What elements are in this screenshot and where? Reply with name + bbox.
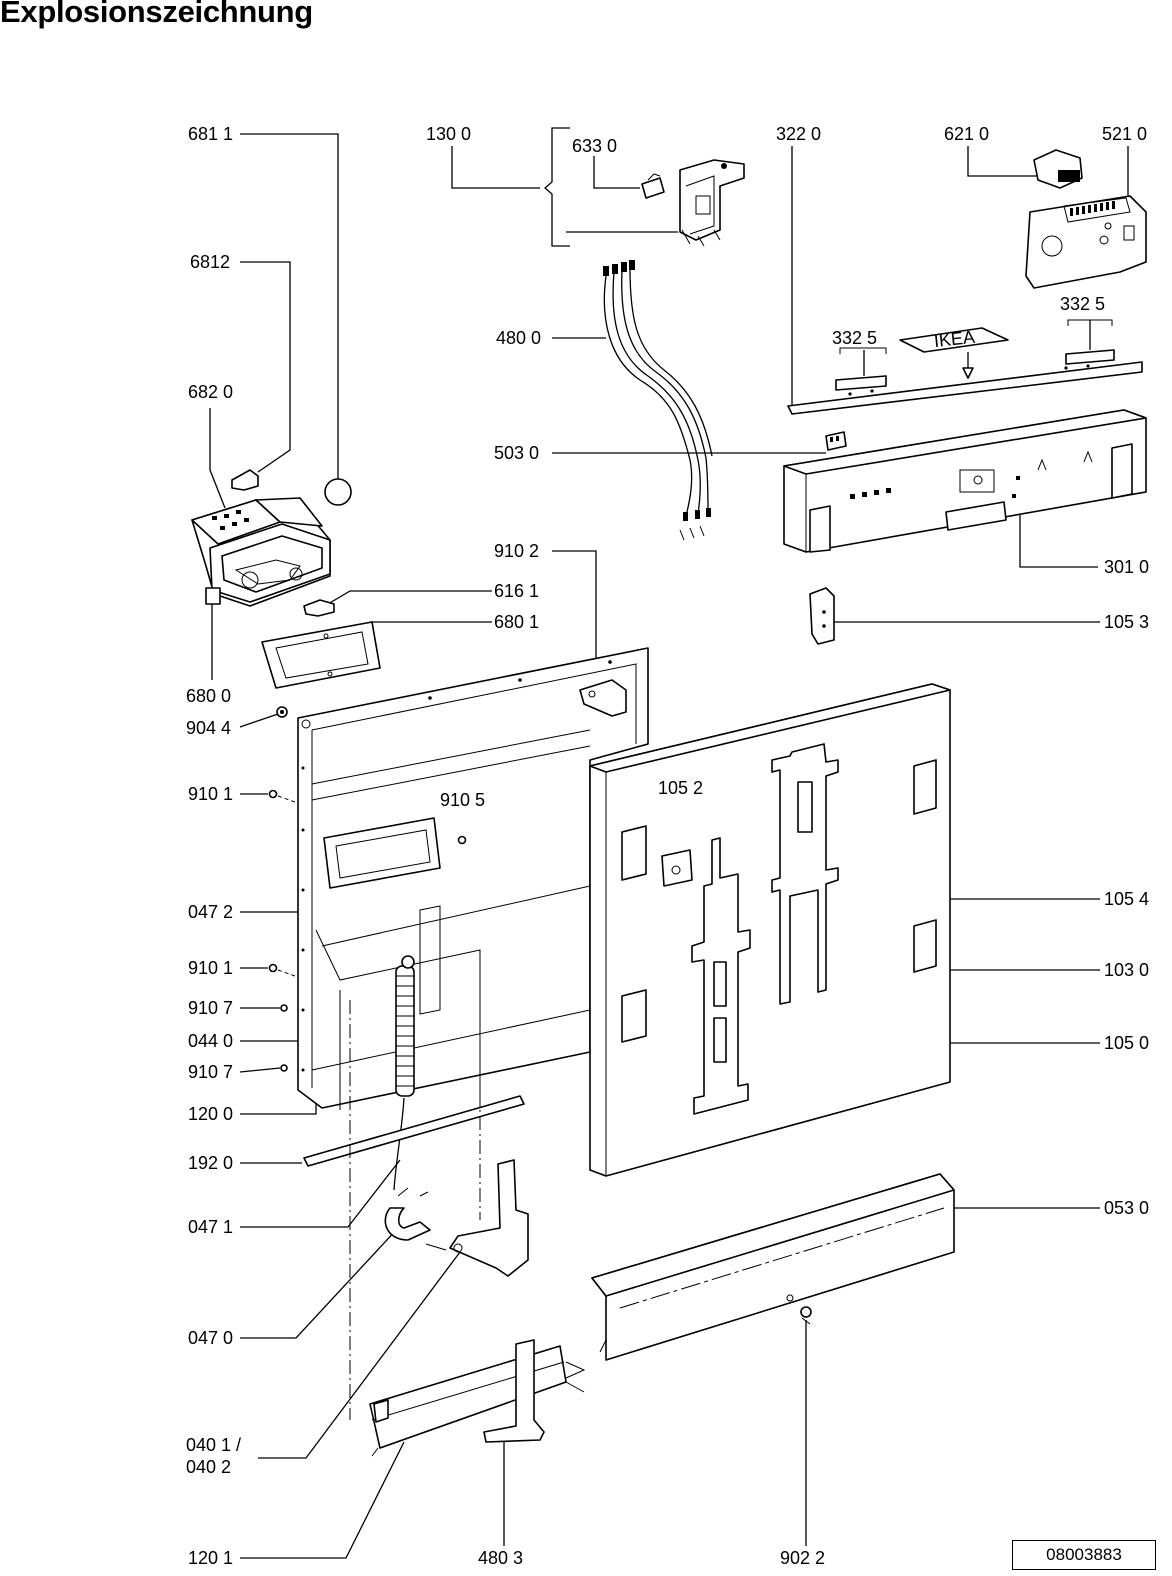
label-521-0: 521 0 [1102,124,1147,144]
label-120-0: 120 0 [188,1104,233,1124]
label-480-3: 480 3 [478,1548,523,1568]
label-047-0: 047 0 [188,1328,233,1348]
ikea-tag-label: IKEA [933,327,976,351]
label-192-0: 192 0 [188,1153,233,1173]
label-105-4: 105 4 [1104,889,1149,909]
label-480-0: 480 0 [496,328,541,348]
label-910-7-upper: 910 7 [188,998,233,1018]
label-103-0: 103 0 [1104,960,1149,980]
label-6812: 6812 [190,252,230,272]
label-681-1: 681 1 [188,124,233,144]
door-switch-assembly [641,159,745,247]
label-621-0: 621 0 [944,124,989,144]
label-322-0: 322 0 [776,124,821,144]
electronic-module [1025,149,1147,289]
label-105-2: 105 2 [658,778,703,798]
label-680-0: 680 0 [186,686,231,706]
label-910-2: 910 2 [494,541,539,561]
label-902-2: 902 2 [780,1548,825,1568]
label-633-0: 633 0 [572,136,617,156]
label-105-3: 105 3 [1104,612,1149,632]
label-301-0: 301 0 [1104,557,1149,577]
label-904-4: 904 4 [186,718,231,738]
label-616-1: 616 1 [494,581,539,601]
base-rail [369,1339,586,1457]
label-120-1: 120 1 [188,1548,233,1568]
label-040-1: 040 1 / [186,1435,241,1455]
label-130-0: 130 0 [426,124,471,144]
label-503-0: 503 0 [494,443,539,463]
label-910-7-lower: 910 7 [188,1062,233,1082]
page-title: Explosionszeichnung [0,0,313,29]
label-682-0: 682 0 [188,382,233,402]
wiring-harness [603,260,713,541]
label-332-5-left: 332 5 [832,328,877,348]
label-040-2: 040 2 [186,1457,231,1477]
kick-plate [591,1173,955,1361]
label-332-5-right: 332 5 [1060,294,1105,314]
door-spring [303,955,525,1251]
label-910-5: 910 5 [440,790,485,810]
label-044-0: 044 0 [188,1031,233,1051]
label-910-1-upper: 910 1 [188,784,233,804]
part-labels: 681 1 130 0 633 0 322 0 621 0 521 0 6812… [186,124,1149,1568]
hinge-bracket [349,1000,529,1420]
inner-door-panel [268,647,649,1120]
label-105-0: 105 0 [1104,1033,1149,1053]
control-module-assembly [191,469,381,689]
label-910-1-lower: 910 1 [188,958,233,978]
control-panel [783,409,1147,645]
trim-strip [787,327,1143,415]
outer-door-panel [589,683,951,1177]
label-053-0: 053 0 [1104,1198,1149,1218]
document-number: 08003883 [1012,1540,1156,1570]
label-047-1: 047 1 [188,1217,233,1237]
label-680-1: 680 1 [494,612,539,632]
label-047-2: 047 2 [188,902,233,922]
